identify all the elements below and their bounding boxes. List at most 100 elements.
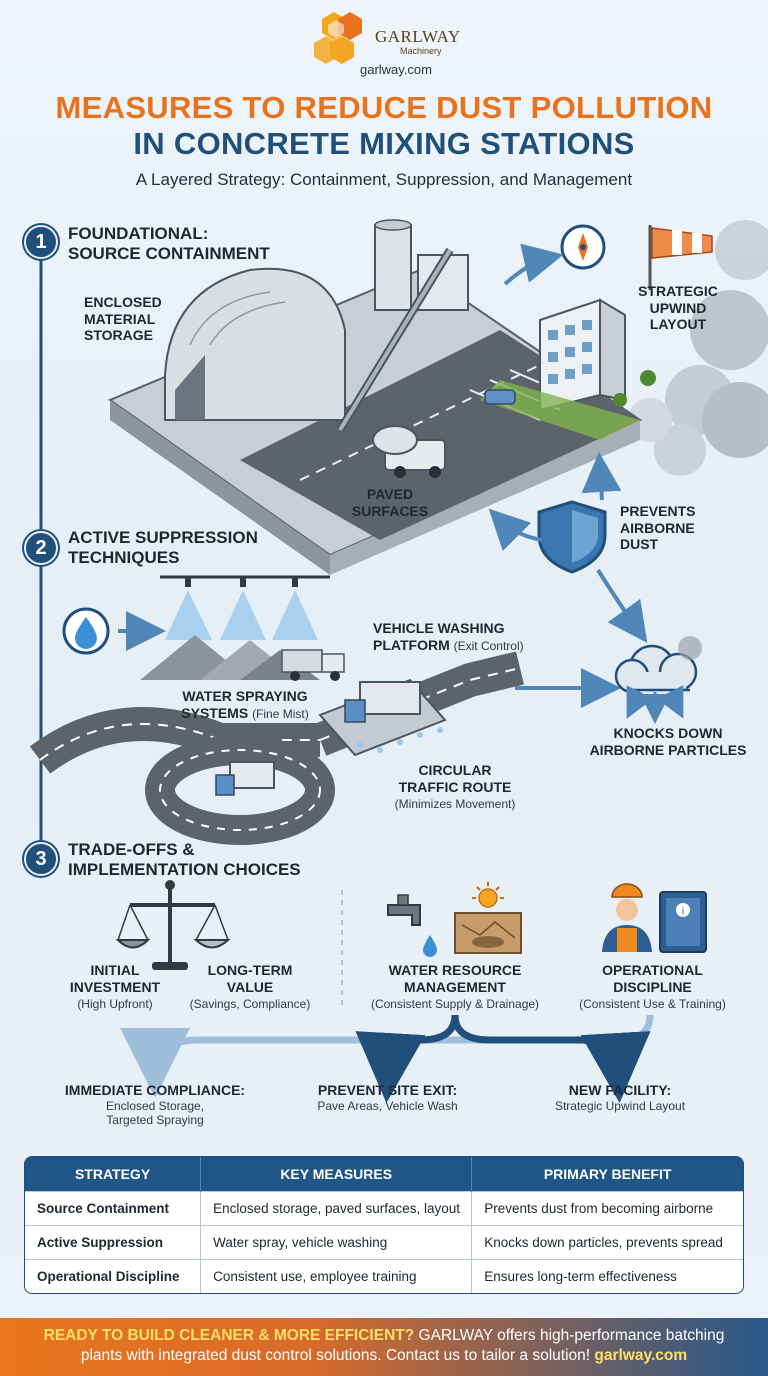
label-enclosed-storage-line3: STORAGE: [84, 327, 153, 344]
outcome-prevent-site-exit-title: PREVENT SITE EXIT:: [317, 1082, 458, 1098]
section-1-title: FOUNDATIONAL: SOURCE CONTAINMENT: [68, 224, 270, 265]
label-water-resource-note: (Consistent Supply & Drainage): [370, 997, 540, 1012]
table-cell: Source Containment: [25, 1190, 202, 1225]
table-row: Active Suppression Water spray, vehicle …: [25, 1224, 743, 1259]
section-3-title-line2: IMPLEMENTATION CHOICES: [68, 860, 301, 880]
label-initial-investment: INITIAL INVESTMENT (High Upfront): [55, 962, 175, 1011]
label-prevents-dust-line3: DUST: [620, 536, 659, 553]
label-operational-discipline-line1: OPERATIONAL: [602, 962, 703, 978]
logo-url[interactable]: garlway.com: [359, 62, 432, 77]
page-subtitle: A Layered Strategy: Containment, Suppres…: [135, 170, 633, 189]
table-cell: Prevents dust from becoming airborne: [471, 1190, 743, 1225]
label-water-resource-line1: WATER RESOURCE: [388, 962, 522, 978]
section-3-number: 3: [24, 842, 58, 876]
section-3-title-line1: TRADE-OFFS &: [68, 840, 195, 859]
label-traffic-route-note: (Minimizes Movement): [394, 797, 516, 812]
label-water-spraying: WATER SPRAYING SYSTEMS (Fine Mist): [150, 688, 340, 721]
label-long-term-value: LONG-TERM VALUE (Savings, Compliance): [180, 962, 320, 1011]
label-enclosed-storage: ENCLOSED MATERIAL STORAGE: [84, 294, 162, 344]
label-knocks-down-line2: AIRBORNE PARTICLES: [589, 741, 747, 758]
outcome-immediate-compliance-line1: Enclosed Storage,: [105, 1098, 205, 1113]
label-initial-investment-line1: INITIAL: [90, 962, 140, 978]
section-2-title-line2: TECHNIQUES: [68, 548, 180, 568]
footer-lead: READY TO BUILD CLEANER & MORE EFFICIENT?: [43, 1327, 415, 1344]
table-cell: Active Suppression: [25, 1224, 202, 1259]
compass-icon: [560, 224, 606, 270]
section-2-number: 2: [24, 531, 58, 565]
hexagon-logo-icon: [314, 12, 362, 64]
label-traffic-route-line1: CIRCULAR: [418, 762, 492, 778]
section-1-number: 1: [24, 225, 58, 259]
windsock-icon: [648, 225, 713, 290]
label-operational-discipline: OPERATIONAL DISCIPLINE (Consistent Use &…: [565, 962, 740, 1011]
label-vehicle-washing-line1: VEHICLE WASHING: [373, 620, 505, 636]
label-long-term-value-note: (Savings, Compliance): [189, 997, 311, 1012]
label-paved-surfaces-line1: PAVED: [366, 486, 414, 502]
label-long-term-value-line2: VALUE: [226, 978, 274, 995]
section-1-title-line1: FOUNDATIONAL:: [68, 224, 209, 243]
table-cell: Enclosed storage, paved surfaces, layout: [200, 1190, 473, 1225]
label-water-resource: WATER RESOURCE MANAGEMENT (Consistent Su…: [355, 962, 555, 1011]
table-cell: Knocks down particles, prevents spread: [471, 1224, 743, 1259]
label-traffic-route: CIRCULAR TRAFFIC ROUTE (Minimizes Moveme…: [380, 762, 530, 811]
outcome-immediate-compliance: IMMEDIATE COMPLIANCE: Enclosed Storage, …: [50, 1082, 260, 1127]
table-header-primary-benefit: PRIMARY BENEFIT: [471, 1157, 743, 1191]
section-2-title: ACTIVE SUPPRESSION TECHNIQUES: [68, 528, 258, 569]
label-vehicle-washing-note: (Exit Control): [453, 638, 524, 653]
outcome-new-facility-title: NEW FACILITY:: [568, 1082, 672, 1098]
label-vehicle-washing: VEHICLE WASHING PLATFORM (Exit Control): [373, 620, 524, 653]
label-long-term-value-line1: LONG-TERM: [207, 962, 293, 978]
strategy-summary-table: STRATEGY KEY MEASURES PRIMARY BENEFIT So…: [24, 1156, 744, 1294]
label-prevents-dust-line1: PREVENTS: [620, 503, 696, 519]
worker-icon: [602, 883, 652, 952]
label-traffic-route-line2: TRAFFIC ROUTE: [398, 778, 512, 795]
balance-scale-icon: [115, 880, 231, 970]
label-enclosed-storage-line1: ENCLOSED: [84, 294, 162, 310]
label-paved-surfaces: PAVED SURFACES: [345, 486, 435, 519]
logo-name: GARLWAY: [375, 27, 461, 46]
outcome-immediate-compliance-title: IMMEDIATE COMPLIANCE:: [64, 1082, 246, 1098]
label-upwind-layout-line3: LAYOUT: [649, 316, 707, 333]
label-operational-discipline-line2: DISCIPLINE: [613, 978, 692, 995]
cracked-ground-icon: [454, 912, 522, 954]
label-upwind-layout-line2: UPWIND: [649, 299, 707, 316]
label-vehicle-washing-line2: PLATFORM: [373, 636, 450, 653]
brand-logo: [312, 10, 462, 80]
water-faucet-icon: [387, 894, 437, 957]
label-prevents-dust-line2: AIRBORNE: [620, 519, 695, 536]
table-header-row: STRATEGY KEY MEASURES PRIMARY BENEFIT: [25, 1157, 743, 1191]
label-prevents-dust: PREVENTS AIRBORNE DUST: [620, 503, 695, 553]
outcome-immediate-compliance-line2: Targeted Spraying: [106, 1112, 204, 1127]
section-2-title-line1: ACTIVE SUPPRESSION: [68, 528, 258, 547]
label-operational-discipline-note: (Consistent Use & Training): [579, 997, 726, 1012]
shield-icon: [537, 500, 607, 574]
label-water-resource-line2: MANAGEMENT: [404, 978, 506, 995]
label-paved-surfaces-line2: SURFACES: [351, 502, 429, 519]
table-cell: Consistent use, employee training: [200, 1258, 473, 1293]
sun-icon: [472, 882, 504, 908]
table-cell: Ensures long-term effectiveness: [471, 1258, 743, 1293]
label-upwind-layout-line1: STRATEGIC: [638, 283, 718, 299]
rain-cloud-icon: [614, 636, 702, 724]
label-initial-investment-note: (High Upfront): [77, 997, 153, 1012]
section-3-title: TRADE-OFFS & IMPLEMENTATION CHOICES: [68, 840, 301, 881]
table-header-key-measures: KEY MEASURES: [200, 1157, 473, 1191]
table-header-strategy: STRATEGY: [25, 1157, 202, 1191]
outcome-new-facility: NEW FACILITY: Strategic Upwind Layout: [530, 1082, 710, 1113]
footer-cta-banner: READY TO BUILD CLEANER & MORE EFFICIENT?…: [0, 1318, 768, 1376]
outcome-prevent-site-exit-line1: Pave Areas, Vehicle Wash: [317, 1098, 458, 1113]
outcome-prevent-site-exit: PREVENT SITE EXIT: Pave Areas, Vehicle W…: [295, 1082, 480, 1113]
manual-book-icon: i: [659, 891, 707, 953]
table-cell: Operational Discipline: [25, 1258, 202, 1293]
label-upwind-layout: STRATEGIC UPWIND LAYOUT: [628, 283, 728, 333]
table-row: Operational Discipline Consistent use, e…: [25, 1258, 743, 1293]
label-initial-investment-line2: INVESTMENT: [69, 978, 161, 995]
footer-url-link[interactable]: garlway.com: [594, 1347, 688, 1365]
table-row: Source Containment Enclosed storage, pav…: [25, 1190, 743, 1225]
label-water-spraying-line2: SYSTEMS: [181, 704, 249, 721]
label-water-spraying-line1: WATER SPRAYING: [182, 688, 308, 704]
label-knocks-down: KNOCKS DOWN AIRBORNE PARTICLES: [578, 725, 758, 758]
footer-text-1: GARLWAY offers high-performance batching: [414, 1327, 725, 1344]
table-cell: Water spray, vehicle washing: [200, 1224, 473, 1259]
